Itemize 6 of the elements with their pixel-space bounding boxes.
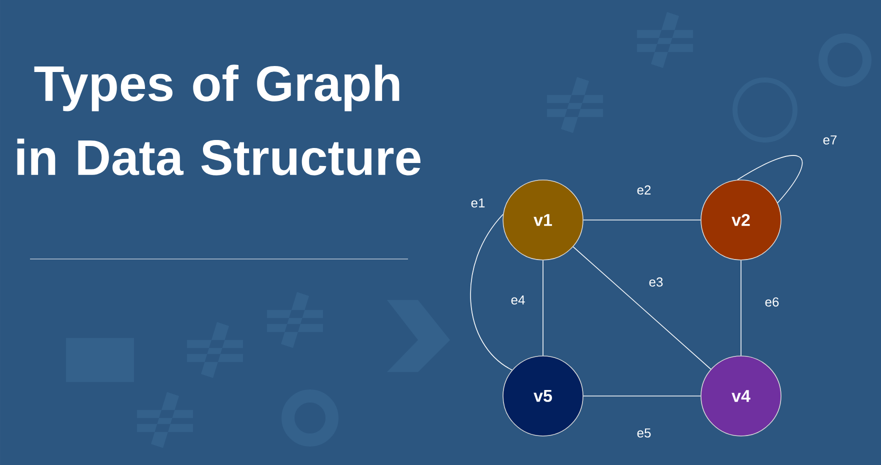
edge-line (737, 155, 803, 204)
title: Types of Graph in Data Structure (17, 64, 420, 176)
edge-line (572, 246, 712, 370)
edge-line (740, 260, 742, 356)
edge-line (542, 260, 544, 356)
edge-line (470, 214, 512, 370)
